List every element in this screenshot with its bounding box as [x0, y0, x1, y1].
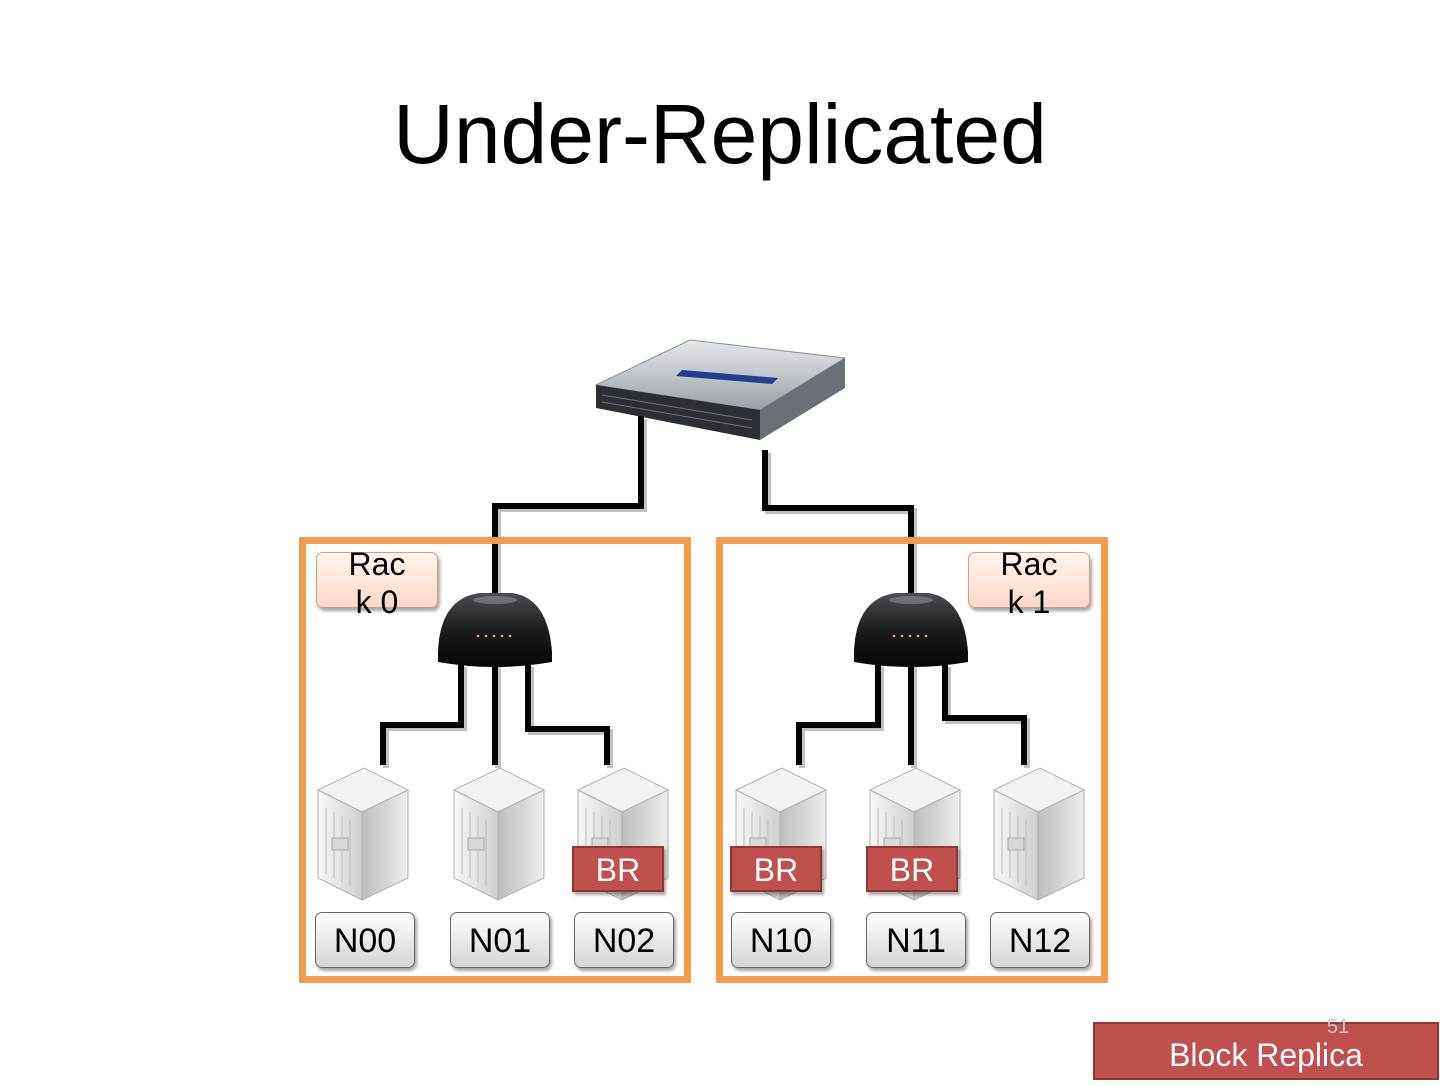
node-label-n11: N11	[866, 912, 966, 968]
network-cables	[380, 416, 1030, 768]
core-switch-icon	[594, 339, 847, 440]
rack-0-label: Rack 0	[316, 546, 438, 620]
node-label-n12: N12	[990, 912, 1090, 968]
rack1-switch-icon	[854, 593, 968, 667]
slide-title: Under-Replicated	[393, 87, 1047, 181]
rack-0-boundary	[299, 537, 691, 983]
rack0-switch-icon	[438, 593, 552, 667]
block-replica-legend: Block Replica	[1093, 1022, 1439, 1080]
rack-1-label: Rack 1	[968, 546, 1090, 620]
page-number: 51	[1326, 1016, 1350, 1038]
node-label-n00: N00	[315, 912, 415, 968]
block-replica-badge-n11: BR	[866, 846, 958, 892]
block-replica-badge-n02: BR	[572, 846, 664, 892]
node-label-n10: N10	[731, 912, 831, 968]
node-label-n02: N02	[574, 912, 674, 968]
block-replica-badge-n10: BR	[730, 846, 822, 892]
server-tower-icon	[316, 767, 410, 901]
rack-1-boundary	[716, 537, 1108, 983]
node-label-n01: N01	[450, 912, 550, 968]
